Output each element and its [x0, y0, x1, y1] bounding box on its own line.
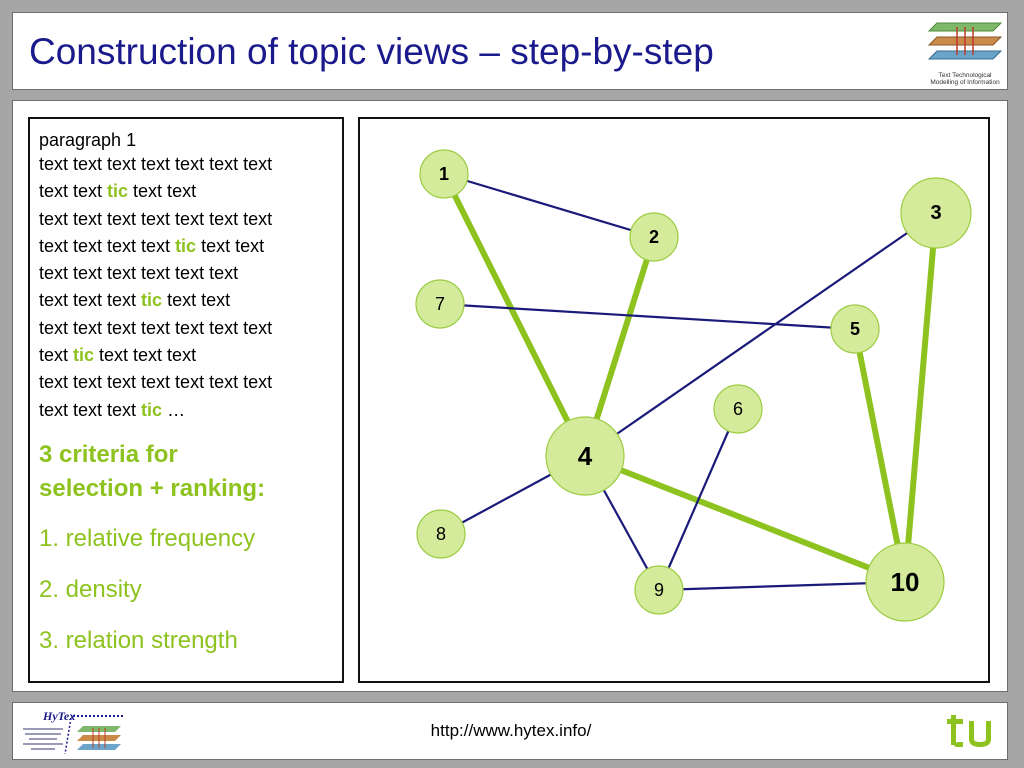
paragraph-line: text text text tic text text — [39, 287, 342, 314]
hytex-logo: HyTex — [17, 708, 127, 756]
text-segment: text text — [162, 290, 231, 311]
logo-caption-line-1: Text Technological — [938, 72, 992, 79]
tic-highlight: tic — [73, 345, 95, 366]
tic-highlight: tic — [175, 235, 197, 256]
node-label: 4 — [578, 441, 593, 471]
svg-text:HyTex: HyTex — [42, 709, 75, 723]
node-label: 9 — [654, 580, 664, 600]
paragraph-line: text text tic text text — [39, 178, 342, 205]
node-10: 10 — [865, 542, 945, 622]
paragraph-line: text text text text text text text — [39, 151, 342, 178]
node-9: 9 — [634, 565, 684, 615]
content-area: paragraph 1 text text text text text tex… — [12, 100, 1008, 692]
text-segment: … — [162, 399, 186, 420]
text-segment: text text text text — [39, 235, 176, 256]
text-segment: text — [39, 345, 74, 366]
paragraph-line: text text text text tic text text — [39, 233, 342, 260]
edge-4-10 — [583, 453, 907, 585]
slide-title: Construction of topic views – step-by-st… — [29, 31, 714, 72]
paragraph-box: paragraph 1 text text text text text tex… — [28, 117, 344, 683]
criteria-heading-line-2: selection + ranking: — [39, 474, 266, 502]
node-8: 8 — [416, 509, 466, 559]
node-circle — [865, 542, 945, 622]
layer-stack-icon — [927, 22, 1003, 60]
paragraph-line: text text text tic … — [39, 397, 342, 424]
node-circle — [830, 304, 880, 354]
edge-1-4 — [441, 172, 588, 458]
topic-graph: 1 2 3 4 5 6 7 8 9 10 — [415, 149, 972, 622]
criteria-heading-line-1: 3 criteria for — [39, 440, 178, 468]
edge-3-10 — [902, 212, 939, 583]
node-3: 3 — [900, 177, 972, 249]
node-6: 6 — [713, 384, 763, 434]
node-layer: 1 2 3 4 5 6 7 8 9 10 — [415, 149, 972, 622]
text-segment: text text — [128, 181, 197, 202]
paragraph-title: paragraph 1 — [39, 130, 137, 150]
node-label: 6 — [733, 399, 743, 419]
node-7: 7 — [415, 279, 465, 329]
node-label: 10 — [891, 567, 920, 597]
text-segment: text text text text text text text — [39, 208, 273, 229]
node-5: 5 — [830, 304, 880, 354]
title-bar: Construction of topic views – step-by-st… — [12, 12, 1008, 90]
node-1: 1 — [419, 149, 469, 199]
edge-5-10 — [852, 328, 908, 583]
logo-caption-line-2: Modelling of Information — [930, 79, 1000, 86]
node-4: 4 — [545, 416, 625, 496]
paragraph-line: text text text text text text — [39, 260, 342, 287]
text-segment: text text text — [39, 290, 142, 311]
text-technological-logo: Text Technological Modelling of Informat… — [923, 19, 1007, 89]
hytex-logo-icon: HyTex — [23, 709, 123, 755]
criteria-item: 2. density — [39, 575, 142, 603]
text-segment: text text text text text text text — [39, 154, 273, 174]
node-circle — [545, 416, 625, 496]
footer-url[interactable]: http://www.hytex.info/ — [430, 721, 592, 740]
node-circle — [634, 565, 684, 615]
criteria-item: 1. relative frequency — [39, 524, 256, 552]
node-circle — [416, 509, 466, 559]
edge-6-9 — [657, 408, 740, 591]
criteria-heading: 3 criteria for selection + ranking: — [39, 438, 342, 506]
tu-logo-icon — [947, 715, 991, 747]
criteria-item: 3. relation strength — [39, 626, 238, 654]
node-circle — [900, 177, 972, 249]
logo-caption: Text Technological Modelling of Informat… — [923, 72, 1007, 86]
tic-highlight: tic — [141, 290, 163, 311]
text-segment: text text — [196, 235, 265, 256]
node-label: 2 — [649, 227, 659, 247]
text-segment: text text text — [39, 399, 142, 420]
tic-highlight: tic — [141, 399, 163, 420]
edge-layer — [439, 172, 939, 592]
node-label: 7 — [435, 294, 445, 314]
node-circle — [713, 384, 763, 434]
paragraph-line: text text text text text text text — [39, 315, 342, 342]
paragraph-line: text text text text text text text — [39, 206, 342, 233]
paragraph-line: text text text text text text text — [39, 369, 342, 396]
topic-graph-box: 1 2 3 4 5 6 7 8 9 10 — [358, 117, 990, 683]
edge-7-5 — [439, 302, 856, 331]
node-circle — [629, 212, 679, 262]
text-segment: text text text text text text text — [39, 372, 273, 393]
edge-9-10 — [658, 580, 906, 592]
text-segment: text text text text text text text — [39, 317, 273, 338]
node-circle — [419, 149, 469, 199]
edge-3-4 — [584, 212, 937, 457]
paragraph-line: text tic text text text — [39, 342, 342, 369]
node-label: 5 — [850, 319, 860, 339]
text-segment: text text text text text text — [39, 263, 239, 284]
node-circle — [415, 279, 465, 329]
tic-highlight: tic — [107, 181, 129, 202]
node-label: 8 — [436, 524, 446, 544]
node-2: 2 — [629, 212, 679, 262]
criteria-block: 3 criteria for selection + ranking: 1. r… — [39, 438, 342, 666]
text-segment: text text text — [94, 345, 197, 366]
node-label: 3 — [930, 202, 941, 224]
node-label: 1 — [439, 164, 449, 184]
text-segment: text text — [39, 181, 108, 202]
footer-bar: HyTex http://www.hytex.info/ — [12, 702, 1008, 760]
edge-1-2 — [443, 172, 655, 239]
